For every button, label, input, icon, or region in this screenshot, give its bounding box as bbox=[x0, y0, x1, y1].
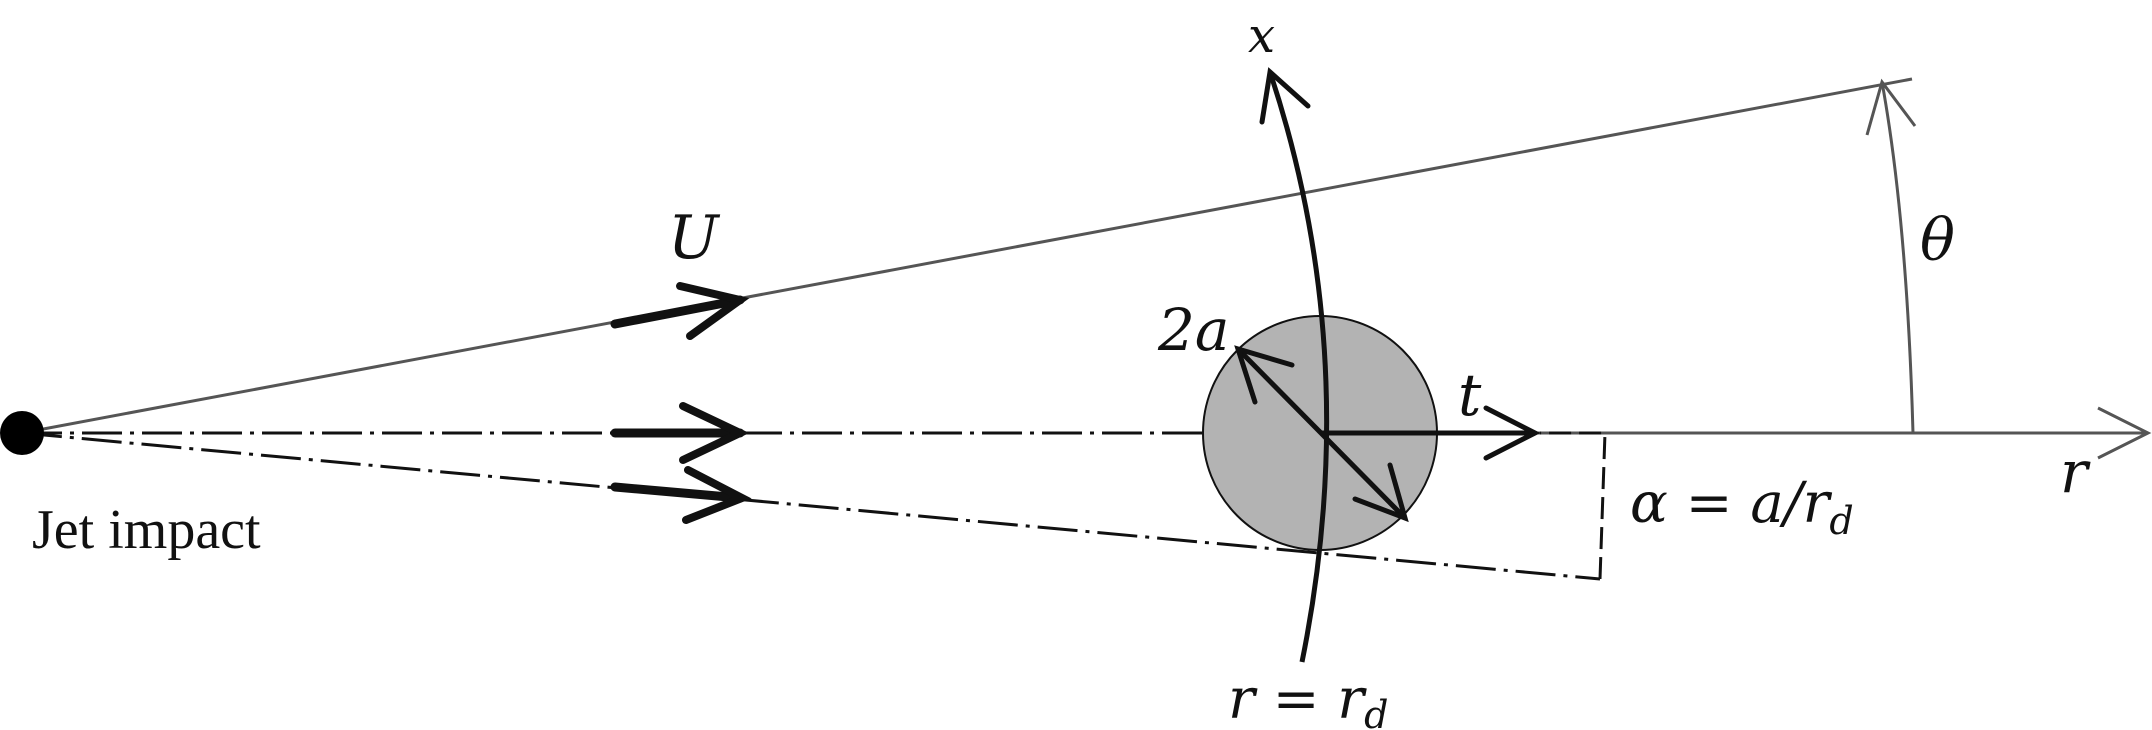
diameter-label-2a: 2a bbox=[1157, 296, 1229, 364]
lower-ray-dashed bbox=[21, 431, 1601, 581]
upper-ray bbox=[21, 77, 1913, 435]
alpha-equation-main: α = a/r bbox=[1630, 471, 1833, 536]
x-axis-label: x bbox=[1248, 8, 1275, 64]
alpha-bracket bbox=[1540, 431, 1607, 580]
middle-flow-arrowhead bbox=[679, 402, 750, 464]
lower-flow-arrow-shaft bbox=[610, 482, 745, 503]
lower-flow-arrowhead bbox=[682, 466, 752, 524]
theta-arc bbox=[1880, 81, 1915, 434]
r-axis-label: r bbox=[2060, 438, 2091, 506]
velocity-label-U: U bbox=[668, 203, 721, 273]
jet-impact-label: Jet impact bbox=[32, 499, 261, 561]
alpha-equation-subscript: d bbox=[1829, 499, 1853, 543]
t-label: t bbox=[1458, 361, 1482, 429]
jet-impact-dot bbox=[0, 411, 44, 455]
t-arrowhead bbox=[1483, 405, 1541, 461]
diameter-arrowhead-lower bbox=[1352, 462, 1409, 523]
theta-label: θ bbox=[1920, 206, 1955, 274]
arc-radius-main: r = r bbox=[1228, 667, 1367, 730]
r-axis-arrowhead bbox=[2097, 406, 2152, 460]
x-axis-arrowhead bbox=[1259, 67, 1311, 125]
arc-radius-subscript: d bbox=[1364, 693, 1388, 730]
arc-radius-label: r = rd bbox=[1228, 667, 1388, 730]
diameter-arrowhead-upper bbox=[1234, 345, 1295, 405]
x-axis-arc bbox=[1267, 71, 1330, 663]
alpha-equation: α = a/rd bbox=[1630, 471, 1854, 543]
upper-flow-arrowhead bbox=[676, 282, 750, 340]
upper-flow-arrow-shaft bbox=[610, 295, 745, 329]
theta-arrowhead bbox=[1865, 78, 1917, 136]
